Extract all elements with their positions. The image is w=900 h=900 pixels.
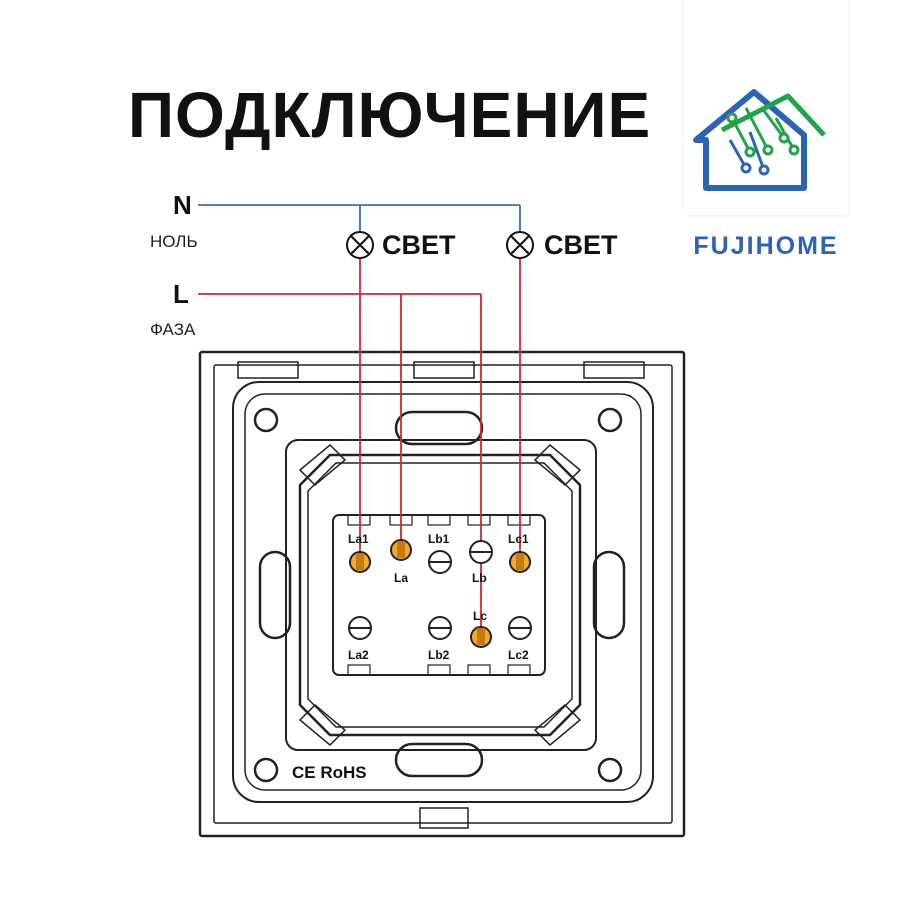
terminal-connected xyxy=(349,539,531,648)
terminal-label: Lc xyxy=(473,609,487,623)
terminal-label: Lb xyxy=(472,571,487,585)
terminal-label: Lc1 xyxy=(508,532,529,546)
switch-frame xyxy=(198,350,686,838)
neutral-label: НОЛЬ xyxy=(150,232,198,251)
phase-symbol: L xyxy=(173,279,189,309)
brand-logo xyxy=(684,0,848,215)
neutral-symbol: N xyxy=(173,190,192,220)
lamp-1-icon xyxy=(346,231,374,259)
house-outline-icon xyxy=(693,89,807,191)
phase-label: ФАЗА xyxy=(150,320,196,339)
terminal-label: La xyxy=(394,571,408,585)
brand-name: FUJIHOME xyxy=(693,232,839,260)
certification-mark: CE RoHS xyxy=(292,763,367,782)
terminal-label: La2 xyxy=(348,648,369,662)
phase-wire xyxy=(198,258,521,635)
terminal-screw xyxy=(348,540,532,640)
lamp-1-label: СВЕТ xyxy=(382,230,456,260)
circuit-roof-icon xyxy=(720,93,826,137)
page-title: ПОДКЛЮЧЕНИЕ xyxy=(128,79,652,151)
terminal-label: Lb2 xyxy=(428,648,450,662)
neutral-wire xyxy=(198,204,521,232)
lamp-2-label: СВЕТ xyxy=(544,230,618,260)
terminal-label: Lc2 xyxy=(508,648,529,662)
terminal-label: Lb1 xyxy=(428,532,450,546)
terminal-label: La1 xyxy=(348,532,369,546)
lamp-2-icon xyxy=(506,231,534,259)
